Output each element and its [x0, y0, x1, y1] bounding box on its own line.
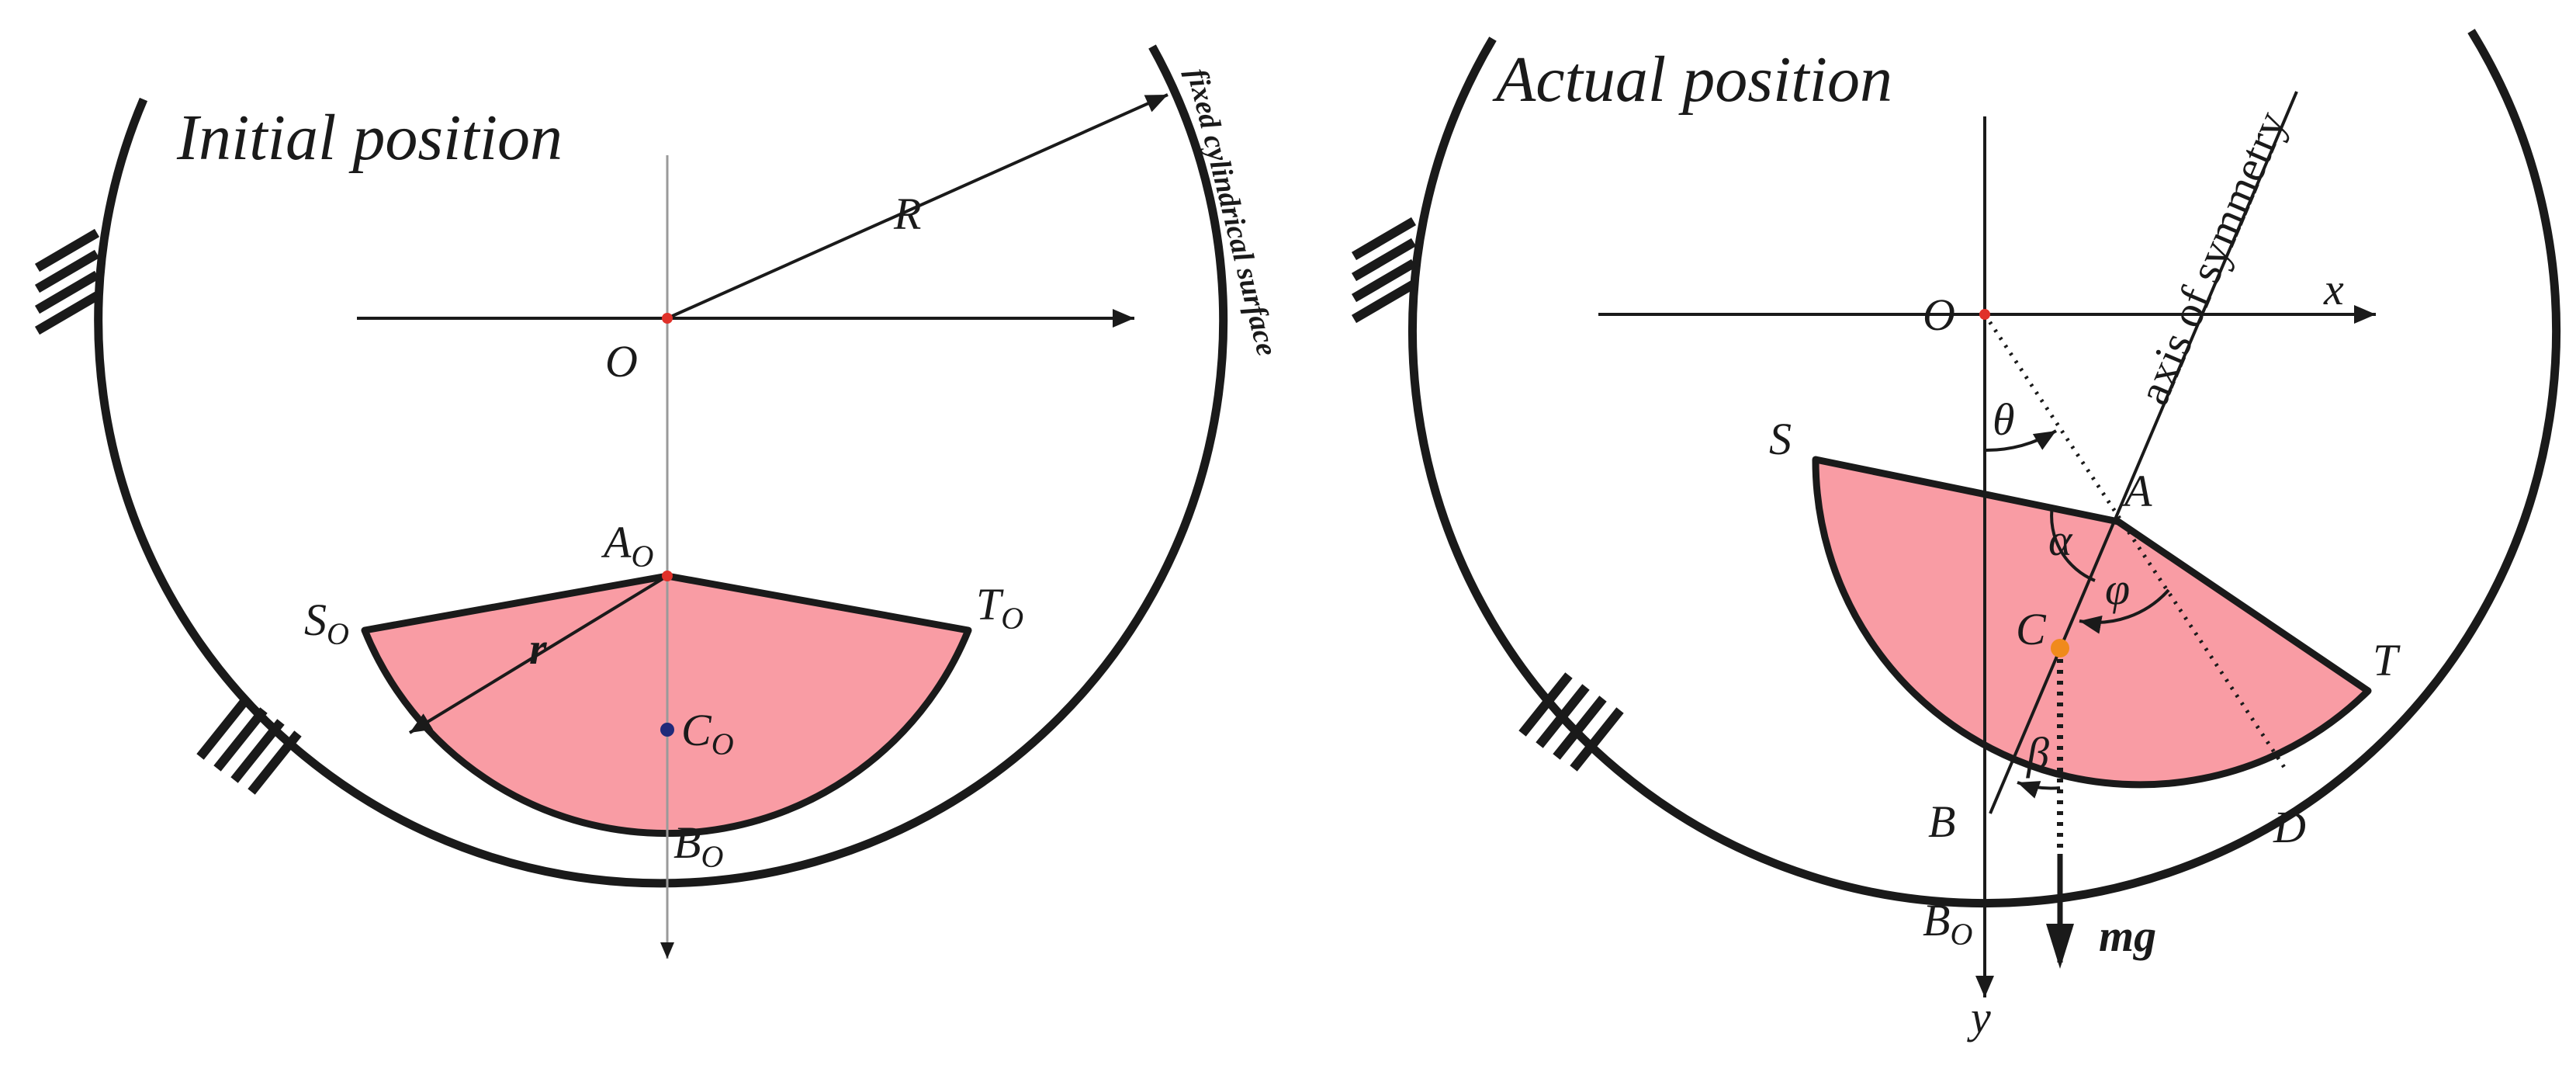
radius-r-arrow	[408, 574, 669, 734]
panel-actual: Actual position axis of symmetry O x y θ…	[1351, 29, 2561, 1042]
axis-of-symmetry-line	[1989, 91, 2298, 814]
alpha-arc	[2050, 505, 2096, 582]
label-x: x	[2323, 264, 2344, 314]
label-B: B	[1928, 796, 1955, 847]
center-O-dot-left	[662, 313, 673, 324]
ground-hatch-right-lower	[1518, 672, 1624, 772]
weight-mg-arrowhead	[2046, 924, 2074, 969]
label-S0: SO	[304, 595, 349, 651]
line-O-D	[1982, 313, 2287, 770]
label-C: C	[2016, 604, 2047, 654]
label-O-left: O	[605, 336, 638, 387]
label-y: y	[1967, 992, 1991, 1042]
label-O-right: O	[1923, 290, 1955, 340]
theta-arc	[1984, 429, 2058, 453]
phi-arc	[2079, 588, 2170, 634]
panel-initial: Initial position fixed cylindrical surfa…	[34, 44, 1283, 959]
ground-hatch-right-upper	[1351, 217, 1417, 324]
label-B0-right: BO	[1923, 895, 1972, 952]
label-theta: θ	[1993, 394, 2015, 445]
label-phi: φ	[2105, 564, 2130, 614]
label-A0: AO	[601, 517, 653, 574]
ground-hatch-left-upper	[34, 228, 100, 335]
label-C0: CO	[681, 705, 734, 761]
label-r: r	[529, 623, 547, 674]
center-O-dot-right	[1979, 309, 1990, 320]
surface-label: fixed cylindrical surface	[1180, 65, 1283, 359]
title-initial-position: Initial position	[176, 102, 563, 174]
fixed-cylindrical-surface-left	[94, 44, 1228, 888]
label-T: T	[2373, 635, 2401, 685]
beta-arc	[2017, 781, 2061, 799]
point-C0-dot	[660, 723, 674, 737]
point-C-dot	[2051, 639, 2069, 657]
radius-R-arrow	[667, 93, 1169, 320]
label-D: D	[2273, 802, 2306, 852]
label-alpha: α	[2048, 515, 2073, 565]
fixed-cylindrical-surface-right	[1408, 29, 2561, 908]
label-mg: mg	[2099, 911, 2156, 961]
label-T0: TO	[976, 579, 1023, 636]
axis-of-symmetry-label: axis of symmetry	[2128, 104, 2296, 411]
label-A: A	[2121, 466, 2152, 516]
title-actual-position: Actual position	[1492, 43, 1892, 116]
label-beta: β	[2026, 728, 2049, 779]
label-S: S	[1769, 414, 1792, 464]
label-B0-left: BO	[673, 817, 723, 874]
ground-hatch-left-lower	[196, 696, 302, 795]
point-A0-dot	[662, 571, 673, 581]
label-R: R	[893, 189, 921, 239]
